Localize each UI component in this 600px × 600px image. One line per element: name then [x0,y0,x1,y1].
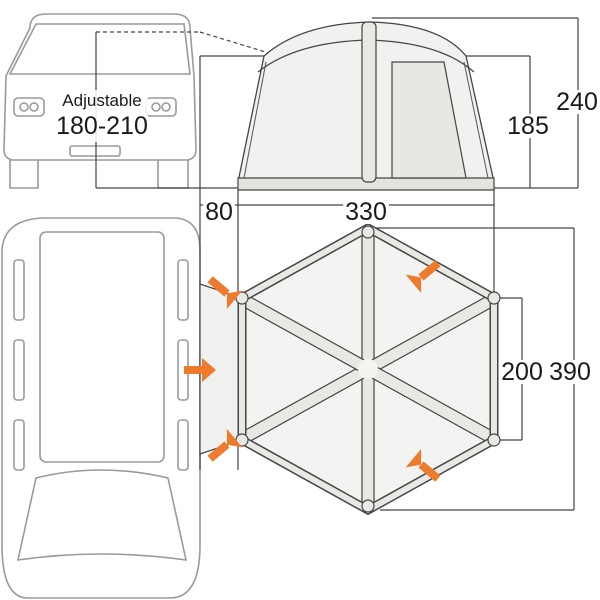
arrow-left-middle-icon [184,358,216,382]
total-depth-value: 390 [549,358,591,386]
awning-height-value: 185 [507,112,549,140]
awning-poles [235,222,501,516]
door-width-value: 200 [501,358,543,386]
width-value: 330 [345,198,387,226]
awning-front-view [237,21,495,191]
side-depth-value: 80 [205,198,233,226]
adjustable-label: Adjustable [62,91,141,110]
total-height-value: 240 [556,88,598,116]
entrance-arrows [184,260,441,482]
roof-connection-callout [96,31,273,55]
van-height-range: 180-210 [56,112,148,140]
van-top-view [1,217,201,599]
